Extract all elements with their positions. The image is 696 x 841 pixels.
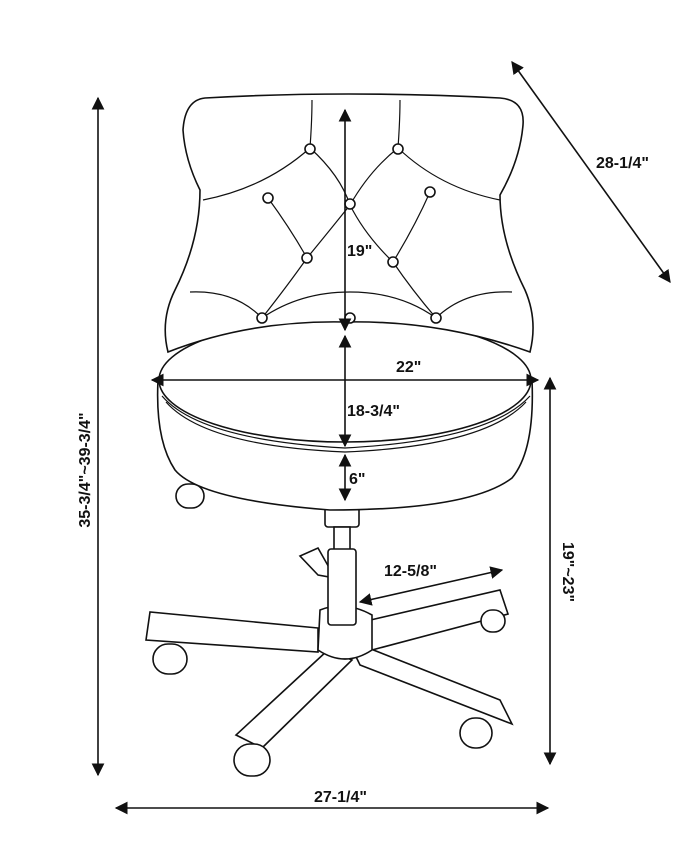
leg-length-line bbox=[358, 566, 504, 606]
overall-height-label: 35-3/4"~39-3/4" bbox=[77, 412, 94, 527]
chair-drawing bbox=[145, 93, 534, 777]
chair-backrest bbox=[164, 93, 534, 354]
leg-length-label: 12-5/8" bbox=[384, 563, 437, 580]
seat-height-label: 19"~23" bbox=[559, 542, 576, 602]
dimension-labels: 28-1/4" 19" 22" 18-3/4" 6" 12-5/8" 27-1/… bbox=[77, 155, 649, 806]
seat-width-label: 22" bbox=[396, 359, 421, 376]
seat-depth-label: 18-3/4" bbox=[347, 403, 400, 420]
seat-thickness-label: 6" bbox=[349, 471, 365, 488]
casters bbox=[152, 483, 506, 777]
chair-base bbox=[145, 546, 514, 749]
dimension-lines bbox=[91, 60, 671, 815]
tuft-buttons bbox=[256, 143, 442, 324]
overall-width-label: 27-1/4" bbox=[314, 789, 367, 806]
back-height-label: 19" bbox=[347, 243, 372, 260]
gas-lift bbox=[324, 504, 360, 626]
depth-label: 28-1/4" bbox=[596, 155, 649, 172]
depth-line bbox=[511, 60, 671, 284]
